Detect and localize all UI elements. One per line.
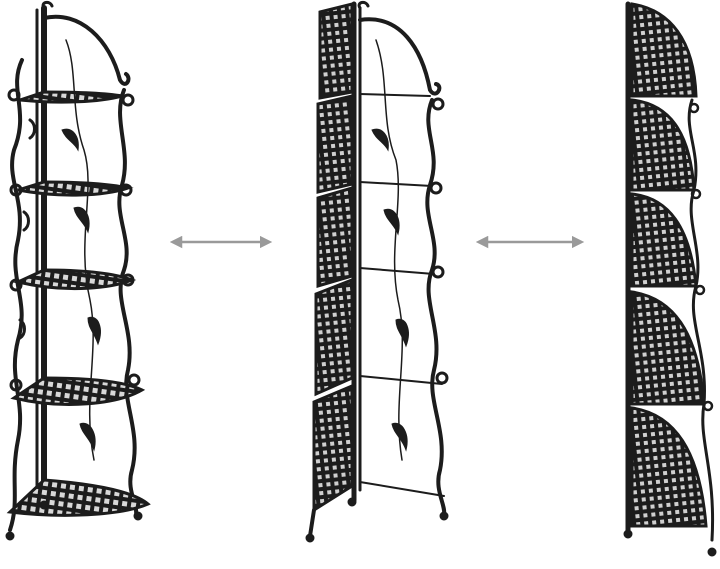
shelf [13,268,137,291]
shelf [10,376,146,406]
shelf [17,180,134,197]
shelf [19,90,123,104]
corner-shelf-unfolded [5,0,151,541]
corner-shelf-folded [623,1,717,557]
shelf [6,478,151,517]
corner-shelf-folding [305,0,449,543]
